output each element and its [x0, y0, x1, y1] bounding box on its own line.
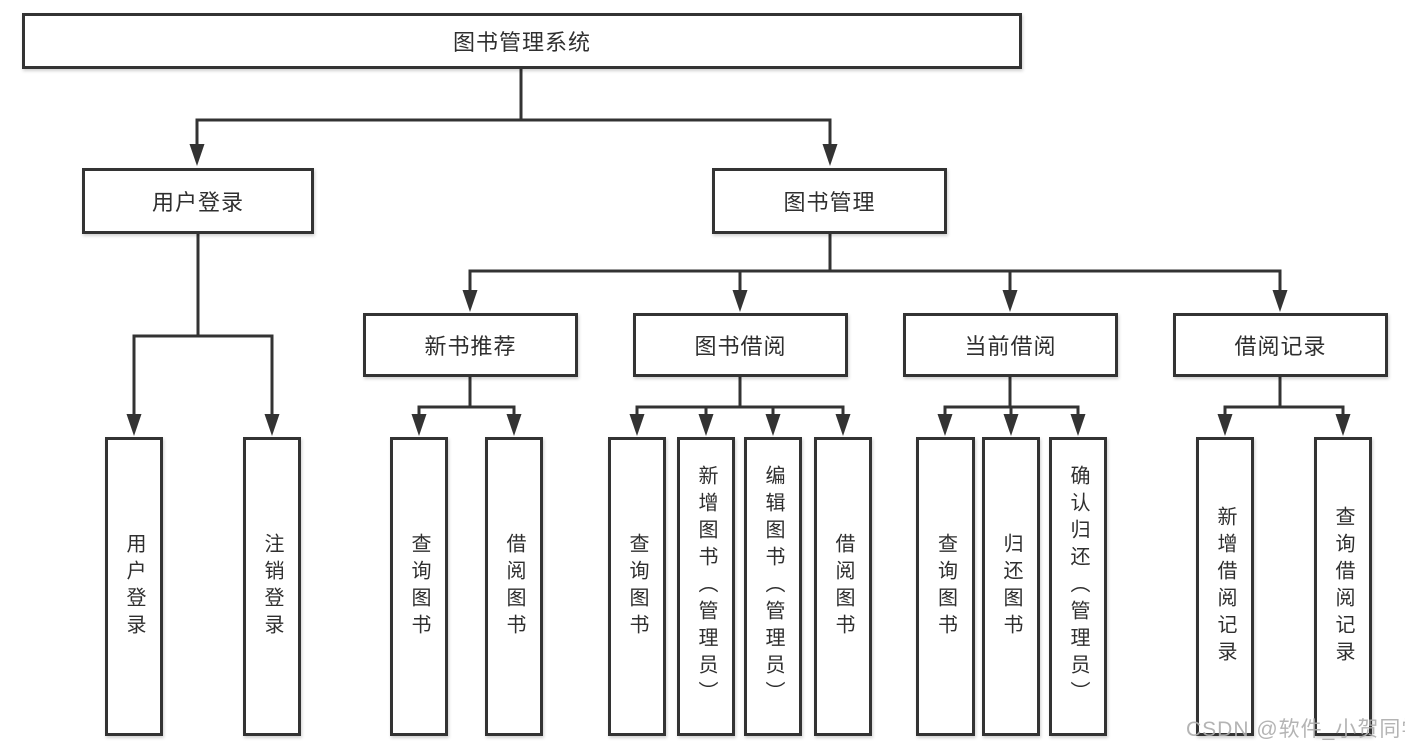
leaf-label: 归还图书	[1000, 532, 1022, 641]
leaf-label: 确认归还（管理员）	[1067, 465, 1089, 708]
watermark: CSDN @软件_小贺同学	[1186, 718, 1405, 741]
leaf-borrow-book-recommend: 借阅图书	[485, 437, 543, 736]
leaf-return-book: 归还图书	[982, 437, 1040, 736]
node-new-book-recommend: 新书推荐	[363, 313, 578, 377]
leaf-label: 编辑图书（管理员）	[762, 465, 784, 708]
node-borrow-records-label: 借阅记录	[1234, 334, 1327, 359]
leaf-edit-book-admin: 编辑图书（管理员）	[744, 437, 802, 736]
leaf-label: 查询借阅记录	[1332, 505, 1354, 668]
leaf-logout-login: 注销登录	[243, 437, 301, 736]
node-new-book-recommend-label: 新书推荐	[424, 334, 517, 359]
node-user-login: 用户登录	[82, 168, 314, 234]
leaf-label: 新增图书（管理员）	[695, 465, 717, 708]
leaf-query-book-recommend: 查询图书	[390, 437, 448, 736]
leaf-label: 查询图书	[408, 532, 430, 641]
leaf-confirm-return-admin: 确认归还（管理员）	[1049, 437, 1107, 736]
leaf-label: 用户登录	[123, 532, 145, 641]
leaf-borrow-book: 借阅图书	[814, 437, 872, 736]
leaf-label: 借阅图书	[832, 532, 854, 641]
node-borrow-records: 借阅记录	[1173, 313, 1388, 377]
arrowhead-icons	[126, 144, 1351, 436]
node-book-borrow: 图书借阅	[633, 313, 848, 377]
node-root: 图书管理系统	[22, 13, 1022, 69]
leaf-add-book-admin: 新增图书（管理员）	[677, 437, 735, 736]
node-book-borrow-label: 图书借阅	[694, 334, 787, 359]
node-current-borrow-label: 当前借阅	[964, 334, 1057, 359]
leaf-user-login: 用户登录	[105, 437, 163, 736]
leaf-label: 查询图书	[626, 532, 648, 641]
leaf-label: 借阅图书	[503, 532, 525, 641]
leaf-label: 注销登录	[261, 532, 283, 641]
leaf-label: 新增借阅记录	[1214, 505, 1236, 668]
node-user-login-label: 用户登录	[151, 190, 244, 215]
leaf-query-borrow-record: 查询借阅记录	[1314, 437, 1372, 736]
leaf-query-book-borrow: 查询图书	[608, 437, 666, 736]
node-book-management: 图书管理	[712, 168, 947, 234]
node-root-label: 图书管理系统	[452, 30, 591, 55]
node-current-borrow: 当前借阅	[903, 313, 1118, 377]
leaf-query-book-current: 查询图书	[916, 437, 975, 736]
node-book-management-label: 图书管理	[783, 190, 876, 215]
leaf-label: 查询图书	[934, 532, 957, 641]
leaf-add-borrow-record: 新增借阅记录	[1196, 437, 1254, 736]
